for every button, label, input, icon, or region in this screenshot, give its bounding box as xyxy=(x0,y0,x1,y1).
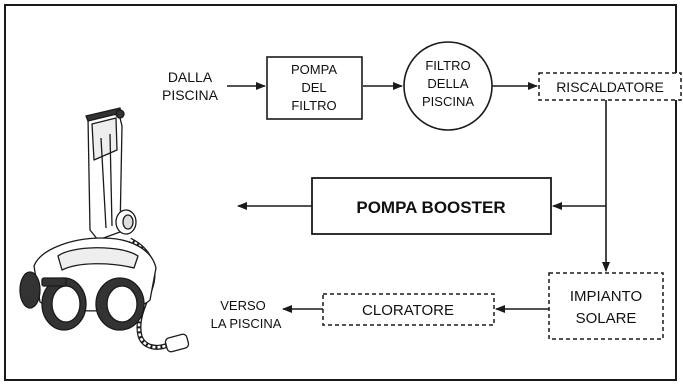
svg-text:CLORATORE: CLORATORE xyxy=(362,302,454,319)
svg-text:PISCINA: PISCINA xyxy=(162,87,219,103)
svg-text:FILTRO: FILTRO xyxy=(291,98,336,113)
source-label: DALLA PISCINA xyxy=(162,69,219,103)
svg-text:DALLA: DALLA xyxy=(168,69,213,85)
svg-text:SOLARE: SOLARE xyxy=(576,310,637,327)
heater-box: RISCALDATORE xyxy=(538,72,682,101)
svg-text:DELLA: DELLA xyxy=(427,76,469,91)
booster-pump-box: POMPA BOOSTER xyxy=(311,177,552,235)
svg-text:VERSO: VERSO xyxy=(220,298,266,313)
filter-pump-box: POMPA DEL FILTRO xyxy=(266,56,363,120)
svg-text:RISCALDATORE: RISCALDATORE xyxy=(556,79,664,95)
svg-text:LA PISCINA: LA PISCINA xyxy=(211,316,282,331)
svg-text:POMPA: POMPA xyxy=(291,62,337,77)
chlorinator-box: CLORATORE xyxy=(322,293,495,326)
svg-text:IMPIANTO: IMPIANTO xyxy=(570,288,642,305)
destination-label: VERSO LA PISCINA xyxy=(211,298,282,331)
solar-system-box: IMPIANTO SOLARE xyxy=(548,272,664,340)
pool-cleaner-robot-icon xyxy=(19,107,190,353)
pool-filter-circle: FILTRO DELLA PISCINA xyxy=(403,41,493,131)
svg-text:PISCINA: PISCINA xyxy=(422,94,474,109)
svg-text:POMPA BOOSTER: POMPA BOOSTER xyxy=(356,198,505,217)
svg-text:FILTRO: FILTRO xyxy=(425,58,470,73)
svg-text:DEL: DEL xyxy=(301,80,326,95)
